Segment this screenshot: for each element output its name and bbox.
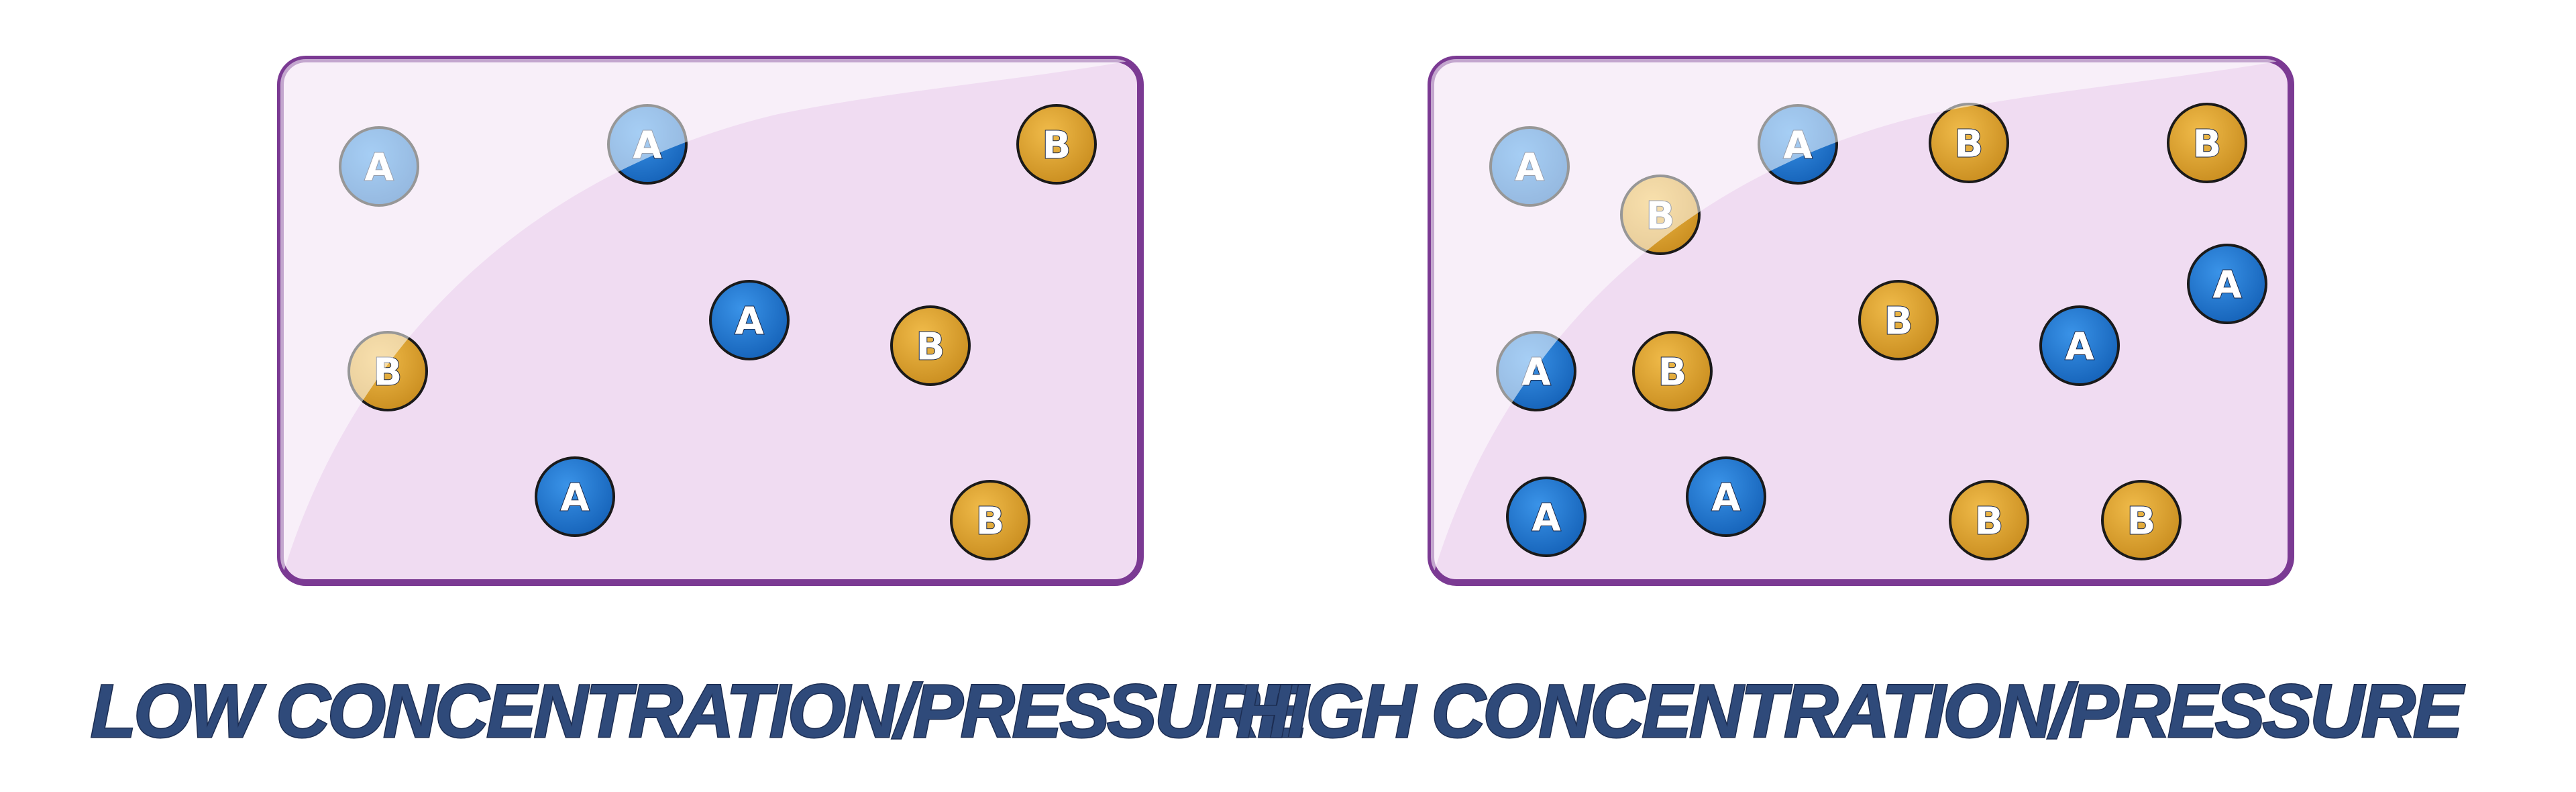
- particle-label: B: [1955, 123, 1984, 166]
- particle-b: B: [950, 480, 1030, 560]
- particle-b-circle: [1016, 104, 1097, 185]
- particle-a: A: [1506, 477, 1587, 557]
- particle-label: A: [1532, 497, 1561, 540]
- particle-label: A: [560, 477, 590, 520]
- particles-high: ABABBABAABAABB: [1489, 103, 2267, 560]
- particle-b-circle: [1632, 331, 1713, 411]
- particle-a: A: [535, 456, 615, 537]
- particle-label: A: [2065, 326, 2094, 369]
- glass-highlight-low: [280, 59, 1140, 583]
- particle-a: A: [1686, 456, 1766, 537]
- particle-a-circle: [535, 456, 615, 537]
- particle-b: B: [2167, 103, 2247, 183]
- particle-b: B: [1929, 103, 2009, 183]
- particle-b-circle: [1858, 280, 1939, 360]
- particle-a-circle: [2039, 305, 2120, 386]
- particle-b: B: [1858, 280, 1939, 360]
- particle-a-circle: [709, 280, 790, 360]
- particle-label: A: [2212, 264, 2242, 307]
- particle-a: A: [709, 280, 790, 360]
- panel-high: ABABBABAABAABB HIGH CONCENTRATION/PRESSU…: [1235, 56, 2469, 754]
- caption-high: HIGH CONCENTRATION/PRESSURE: [1236, 669, 2465, 753]
- glass-highlight-high: [1431, 59, 2291, 583]
- particle-a-circle: [1506, 477, 1587, 557]
- particle-label: A: [735, 300, 764, 344]
- particle-a: A: [2187, 244, 2267, 324]
- particle-label: B: [976, 500, 1005, 544]
- particle-b-circle: [2101, 480, 2182, 560]
- particle-b: B: [1949, 480, 2029, 560]
- particle-label: B: [916, 326, 945, 369]
- particle-b-circle: [2167, 103, 2247, 183]
- particle-a-circle: [1686, 456, 1766, 537]
- particle-b: B: [890, 305, 971, 386]
- particle-label: B: [1975, 500, 2004, 544]
- particle-label: B: [2127, 500, 2156, 544]
- particle-a-circle: [2187, 244, 2267, 324]
- particle-label: B: [1884, 300, 1913, 344]
- particle-b-circle: [950, 480, 1030, 560]
- particle-label: B: [1042, 124, 1071, 168]
- particle-b: B: [2101, 480, 2182, 560]
- particle-b-circle: [890, 305, 971, 386]
- particle-b: B: [1632, 331, 1713, 411]
- particle-b: B: [1016, 104, 1097, 185]
- particle-label: B: [1658, 351, 1687, 395]
- particle-label: B: [2193, 123, 2222, 166]
- panel-low: AABBABAB LOW CONCENTRATION/PRESSURE: [89, 56, 1313, 754]
- particle-a: A: [2039, 305, 2120, 386]
- particle-label: A: [1711, 477, 1741, 520]
- caption-low: LOW CONCENTRATION/PRESSURE: [91, 669, 1310, 753]
- particle-b-circle: [1949, 480, 2029, 560]
